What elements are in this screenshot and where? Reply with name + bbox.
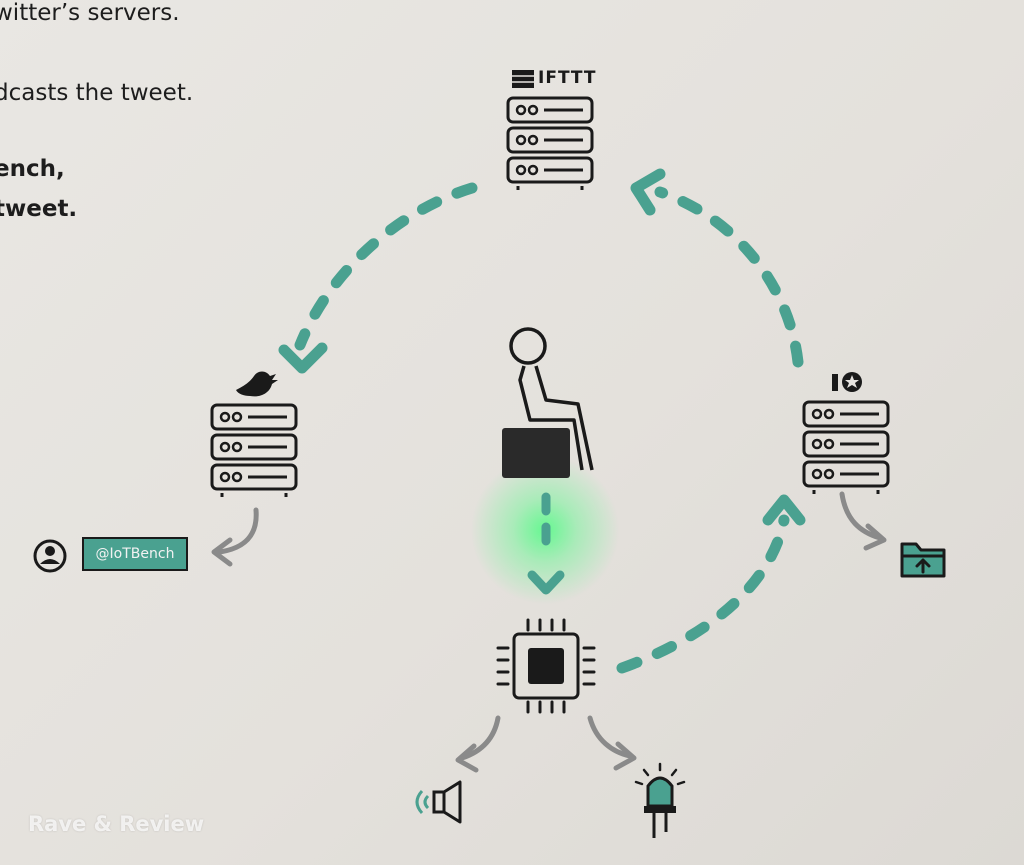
output-arrow-chip-to-speaker — [455, 715, 501, 773]
user-avatar-icon — [33, 539, 67, 573]
adafruit-io-server-icon — [804, 372, 888, 494]
output-arrow-chip-to-led — [587, 715, 637, 771]
folder-upload-icon — [900, 542, 946, 578]
person-on-bench-icon — [502, 327, 594, 478]
flow-arrow-chip-to-adafruit — [616, 494, 806, 674]
ifttt-label: IFTTT — [538, 68, 597, 88]
ifttt-server-icon — [508, 70, 592, 190]
watermark: Rave & Review — [28, 812, 205, 836]
flow-arrow-ifttt-to-twitter — [278, 182, 478, 374]
text-line-4: tweet. — [0, 196, 78, 222]
speaker-icon — [415, 780, 462, 824]
flow-arrow-bench-to-chip — [527, 492, 565, 595]
text-line-2: dcasts the tweet. — [0, 80, 194, 106]
output-arrow-adafruit-to-folder — [839, 491, 887, 551]
user-handle-tag: @IoTBench — [82, 537, 188, 571]
text-line-1: witter’s servers. — [0, 0, 180, 26]
output-arrow-twitter-to-user — [211, 507, 259, 567]
flow-arrow-adafruit-to-ifttt — [630, 168, 804, 368]
twitter-server-icon — [212, 371, 296, 498]
text-line-3: ench, — [0, 156, 65, 182]
microcontroller-chip-icon — [496, 618, 596, 714]
led-icon — [634, 762, 686, 838]
